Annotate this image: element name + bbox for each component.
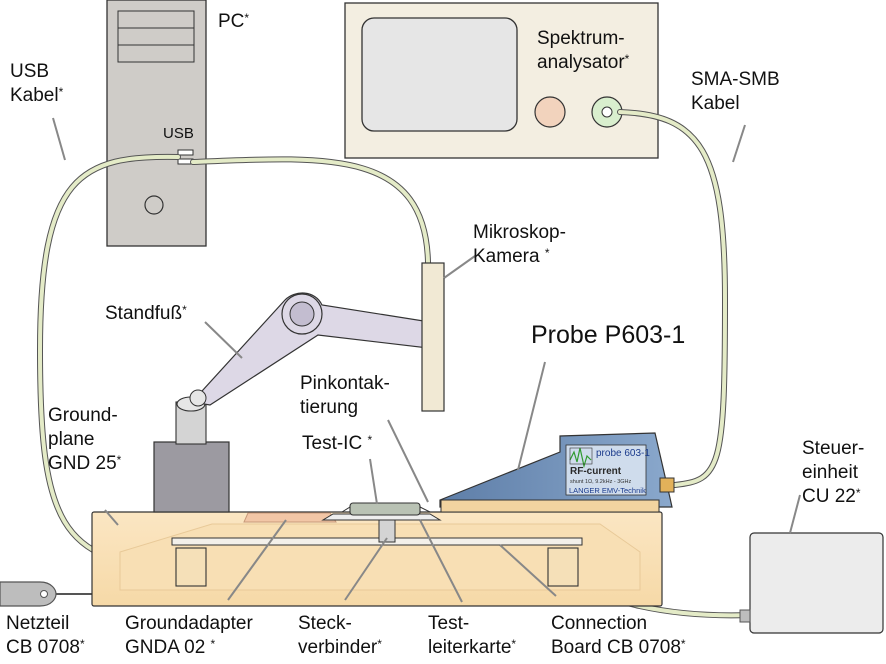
probe-plate-brand: LANGER EMV-Technik xyxy=(569,486,646,495)
label-usb-kabel: USB Kabel* xyxy=(10,61,64,106)
control-unit xyxy=(739,532,884,634)
label-testleiterkarte: Test- leiterkarte* xyxy=(428,613,517,658)
groundplane-block xyxy=(91,502,663,607)
label-steuereinheit: Steuer- einheit CU 22* xyxy=(802,438,865,507)
microscope-stand xyxy=(153,292,431,513)
label-netzteil: Netzteil CB 0708* xyxy=(6,613,85,658)
probe-plate-title: probe 603-1 xyxy=(596,448,650,459)
label-pc: PC* xyxy=(218,11,250,32)
label-usb-port: USB xyxy=(163,125,194,142)
label-mikroskop-kamera: Mikroskop- Kamera * xyxy=(473,222,566,267)
probe-p603-1 xyxy=(439,432,675,513)
label-connection-board: Connection Board CB 0708* xyxy=(551,613,686,658)
label-groundplane: Ground- plane GND 25* xyxy=(48,405,122,474)
spectrum-analyzer xyxy=(344,2,659,159)
label-test-ic: Test-IC * xyxy=(302,433,373,454)
netzteil-plug xyxy=(0,581,176,607)
microscope-camera xyxy=(421,262,445,412)
label-sma-smb-kabel: SMA-SMB Kabel xyxy=(691,69,780,114)
label-standfuss: Standfuß* xyxy=(105,303,187,324)
label-spektrumanalysator: Spektrum- analysator* xyxy=(537,28,630,73)
label-probe-p603-1: Probe P603-1 xyxy=(531,321,686,349)
label-pinkontaktierung: Pinkontak- tierung xyxy=(300,373,390,418)
probe-plate-subtitle: RF-current xyxy=(570,466,622,477)
pc-tower xyxy=(106,0,207,247)
probe-plate-spec: shunt 1Ω, 9.2kHz - 3GHz xyxy=(570,479,632,485)
leader-lines xyxy=(52,117,801,603)
label-steckverbinder: Steck- verbinder* xyxy=(298,613,382,658)
label-groundadapter: Groundadapter GNDA 02 * xyxy=(125,613,253,658)
